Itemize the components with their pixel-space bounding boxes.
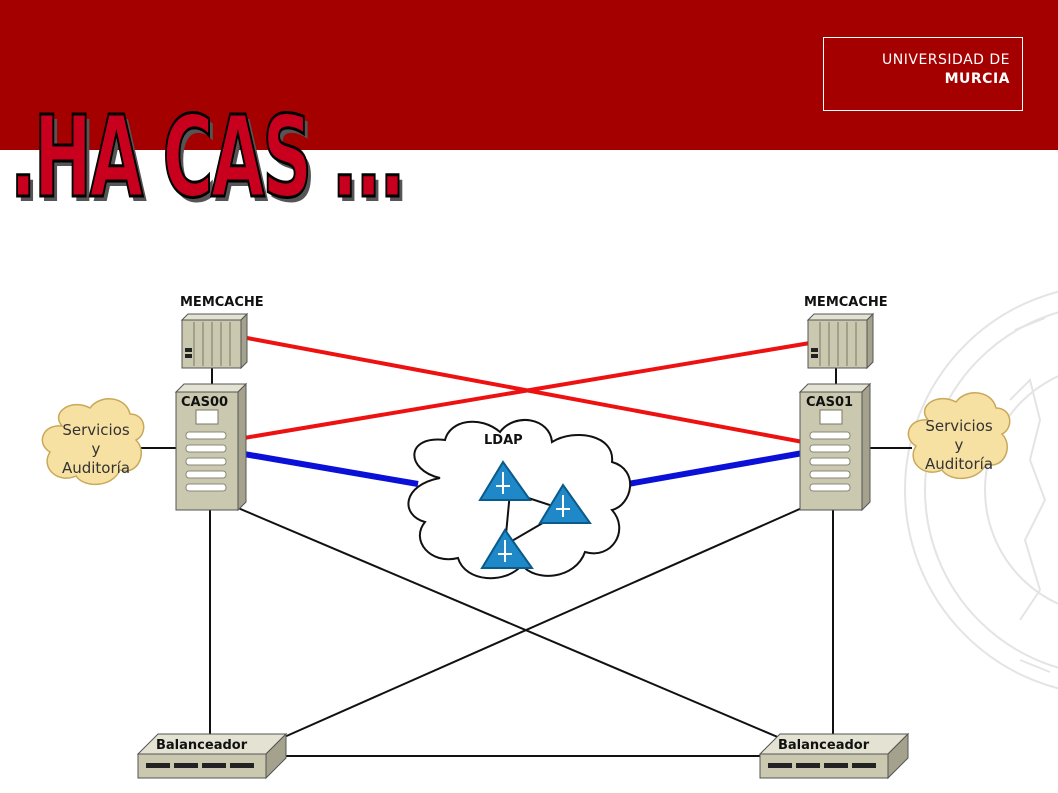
services-right-line1: Servicios xyxy=(925,417,993,435)
services-left-line1: Servicios xyxy=(62,421,130,439)
slide-title: .HA CAS ... xyxy=(9,93,406,223)
ldap-links xyxy=(243,450,804,487)
services-cloud-right: Servicios y Auditoría xyxy=(907,392,1011,479)
services-left-line2: y xyxy=(92,440,101,458)
ldap-cloud-icon: LDAP xyxy=(407,418,631,580)
services-cloud-icon xyxy=(41,398,145,485)
university-logo: UNIVERSIDAD DE MURCIA xyxy=(823,37,1023,111)
ldap-node-icon xyxy=(480,528,534,569)
ldap-node-icon xyxy=(538,483,592,524)
services-cloud-left: Servicios y Auditoría xyxy=(41,398,145,485)
balancer-right-label: Balanceador xyxy=(778,738,870,753)
balancer-left-label: Balanceador xyxy=(156,738,248,753)
ldap-node-icon xyxy=(478,460,532,501)
services-right-line2: y xyxy=(955,436,964,454)
memcache-links xyxy=(243,336,811,444)
memcache-server-left: MEMCACHE xyxy=(180,295,264,370)
logo-line-2: MURCIA xyxy=(944,71,1010,87)
memcache-server-right: MEMCACHE xyxy=(804,295,888,370)
cas00-server: CAS00 xyxy=(174,382,248,512)
memcache-right-label: MEMCACHE xyxy=(804,295,888,310)
network-links xyxy=(138,368,912,757)
logo-line-1: UNIVERSIDAD DE xyxy=(882,52,1010,68)
link-cas01-balancer-left xyxy=(281,507,803,739)
services-left-line3: Auditoría xyxy=(62,459,130,477)
cas00-label: CAS00 xyxy=(181,395,228,410)
link-cas00-ldap xyxy=(243,451,419,487)
cas01-server: CAS01 xyxy=(798,382,872,512)
services-right-line3: Auditoría xyxy=(925,455,993,473)
link-cas00-balancer-right xyxy=(237,507,781,739)
link-ldap-cas01 xyxy=(627,450,804,487)
memcache-left-label: MEMCACHE xyxy=(180,295,264,310)
university-seal-watermark xyxy=(904,290,1058,690)
services-cloud-icon xyxy=(907,392,1011,479)
ldap-label: LDAP xyxy=(484,433,523,448)
balancer-right: Balanceador xyxy=(758,732,910,780)
balancer-left: Balanceador xyxy=(136,732,288,780)
header-banner xyxy=(0,0,1058,150)
link-cas00-memcache-right xyxy=(243,341,811,440)
cas01-label: CAS01 xyxy=(806,395,853,410)
